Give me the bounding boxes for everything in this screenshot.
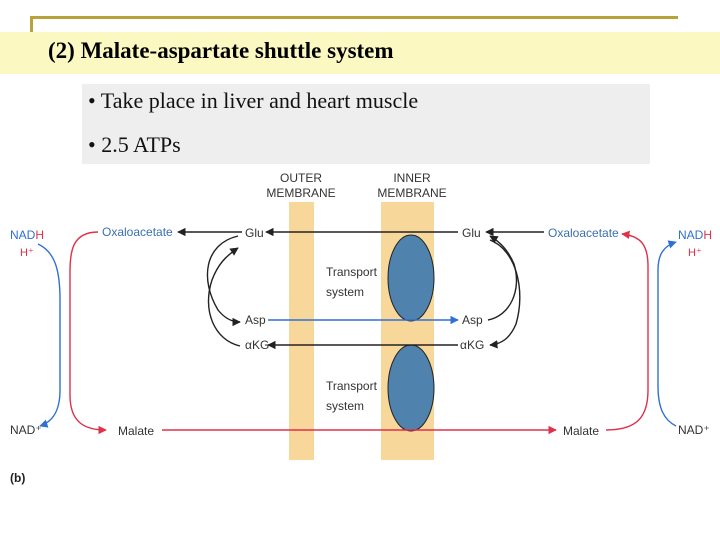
right-glu: Glu xyxy=(462,226,481,240)
bullet-1: • Take place in liver and heart muscle xyxy=(88,88,419,113)
right-oxidation-curve xyxy=(605,230,649,431)
inner-membrane-label-1: INNER xyxy=(393,171,431,185)
left-nad: NAD⁺ xyxy=(10,423,42,437)
outer-membrane-label-2: MEMBRANE xyxy=(266,186,335,200)
slide-title: (2) Malate-aspartate shuttle system xyxy=(48,38,394,63)
left-tick xyxy=(30,16,33,34)
bullet-box xyxy=(82,84,650,164)
transport-label-1a: Transport xyxy=(326,265,378,279)
left-akg: αKG xyxy=(245,338,269,352)
shuttle-diagram: OUTER MEMBRANE INNER MEMBRANE Transport … xyxy=(10,171,712,485)
outer-membrane xyxy=(289,202,314,460)
right-asp: Asp xyxy=(462,313,483,327)
right-akg: αKG xyxy=(460,338,484,352)
left-asp: Asp xyxy=(245,313,266,327)
left-malate: Malate xyxy=(118,424,154,438)
left-nadh-curve xyxy=(37,243,61,428)
left-glu: Glu xyxy=(245,226,264,240)
right-oxaloacetate: Oxaloacetate xyxy=(548,226,619,240)
left-oxaloacetate: Oxaloacetate xyxy=(102,225,173,239)
title-band xyxy=(0,32,720,74)
right-nad-curve xyxy=(657,240,677,427)
outer-membrane-label-1: OUTER xyxy=(280,171,322,185)
transporter-1 xyxy=(387,234,435,322)
right-nadh: NADH xyxy=(678,228,712,242)
panel-label: (b) xyxy=(10,471,25,485)
transport-label-2b: system xyxy=(326,399,364,413)
transporter-2 xyxy=(387,344,435,432)
left-transamination-arc xyxy=(206,235,241,327)
bullet-2: • 2.5 ATPs xyxy=(88,132,181,157)
right-nad: NAD⁺ xyxy=(678,423,710,437)
left-reduction-curve xyxy=(69,231,107,435)
inner-membrane-label-2: MEMBRANE xyxy=(377,186,446,200)
left-nadh: NADH xyxy=(10,228,44,242)
left-akg-arc xyxy=(207,247,241,347)
top-rule xyxy=(30,16,678,19)
transport-label-1b: system xyxy=(326,285,364,299)
transport-label-2a: Transport xyxy=(326,379,378,393)
left-h: H⁺ xyxy=(20,247,34,259)
right-akg-arc xyxy=(489,239,521,349)
right-h: H⁺ xyxy=(688,247,702,259)
right-malate: Malate xyxy=(563,424,599,438)
